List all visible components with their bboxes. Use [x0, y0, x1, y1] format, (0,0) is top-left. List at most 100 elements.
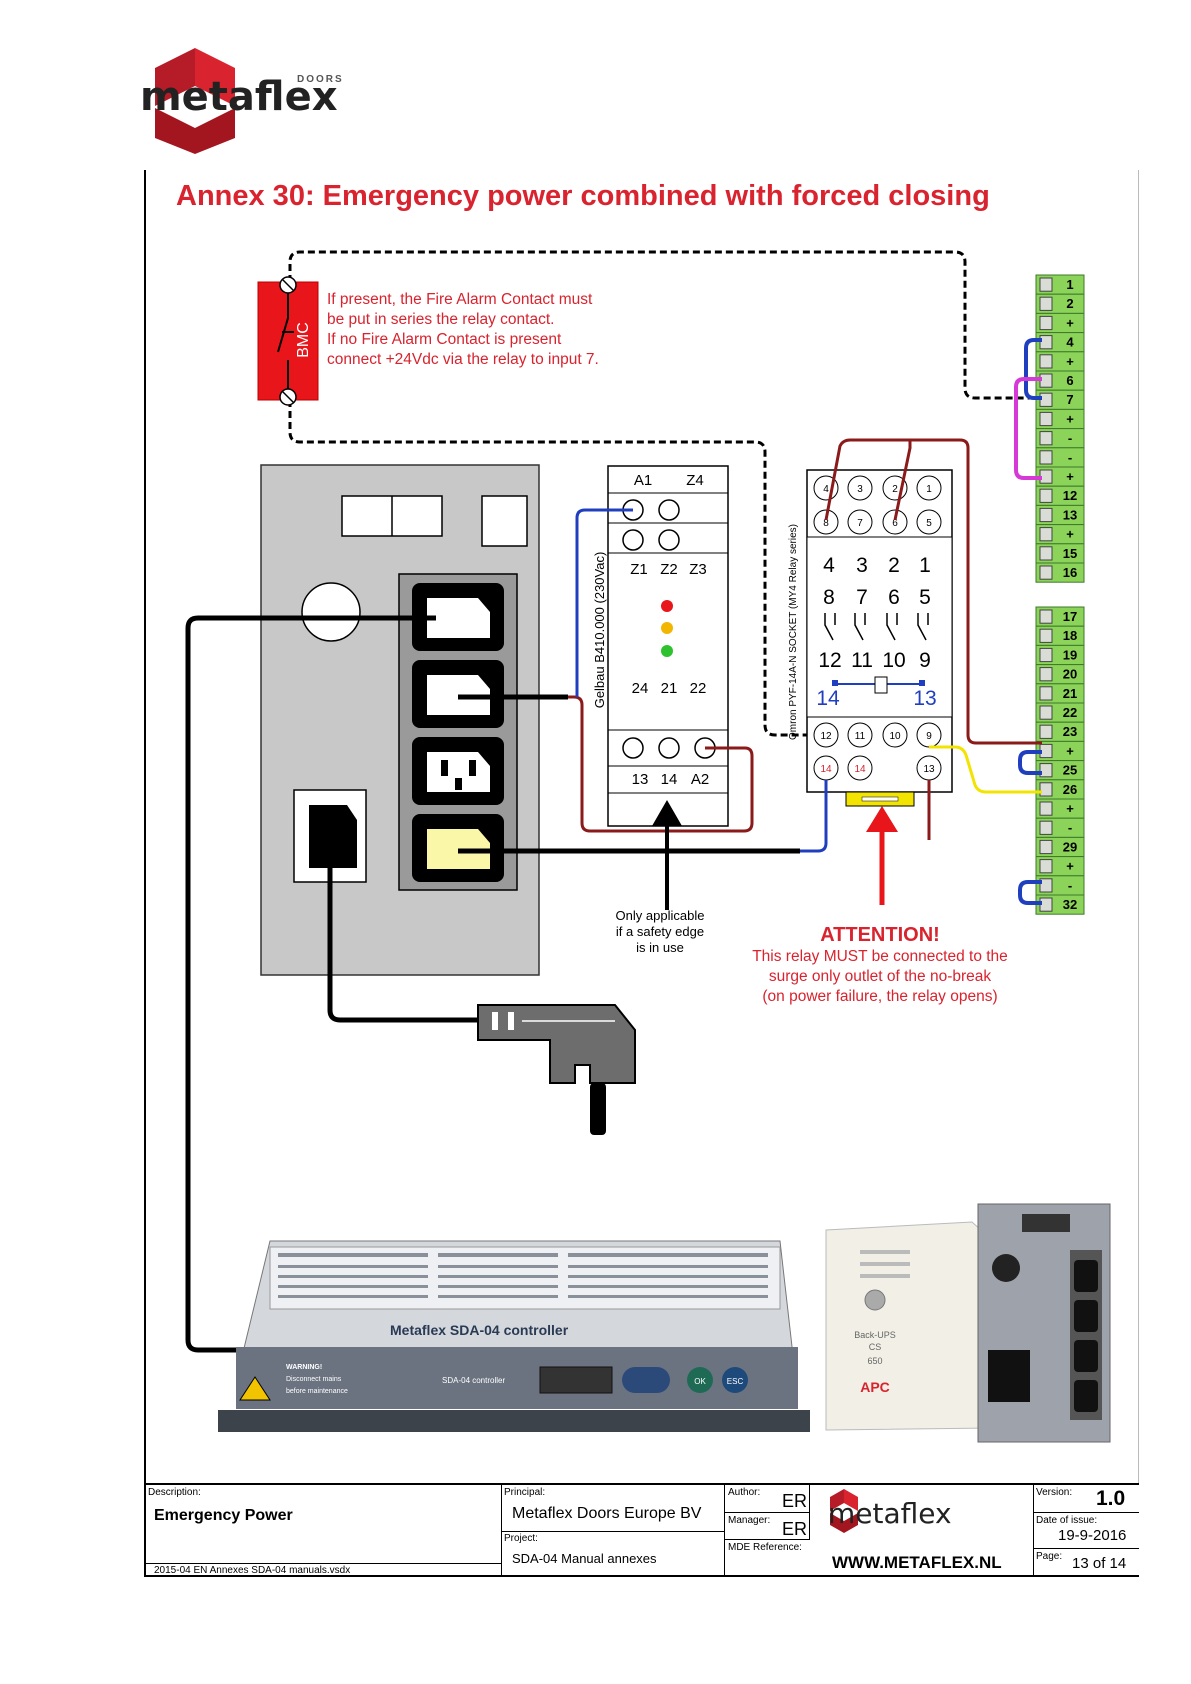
terminal-label: 2 [1066, 296, 1073, 311]
svg-text:10: 10 [882, 649, 905, 672]
terminal-screw [1039, 450, 1053, 465]
terminal-label: 19 [1063, 647, 1077, 662]
terminal-label: - [1068, 431, 1072, 446]
svg-text:8: 8 [823, 586, 835, 609]
mde-label: MDE Reference: [728, 1542, 802, 1553]
mains-plug [477, 1004, 636, 1135]
svg-text:2: 2 [888, 554, 900, 577]
terminal-label: 16 [1063, 565, 1077, 580]
terminal-screw [1039, 546, 1053, 561]
terminal-label: 4 [1066, 335, 1074, 350]
terminal-screw [1039, 507, 1053, 523]
svg-text:24: 24 [632, 680, 649, 697]
date-label: Date of issue: [1036, 1515, 1098, 1526]
footer-website: WWW.METAFLEX.NL [832, 1553, 1002, 1572]
version-value: 1.0 [1096, 1487, 1126, 1510]
terminal-screw [1039, 628, 1053, 643]
fire-alarm-contact: BMC [257, 276, 319, 406]
terminal-screw [1039, 354, 1053, 369]
outlet-1 [412, 583, 504, 651]
svg-text:8: 8 [823, 518, 829, 529]
gelbau-label: Gelbau B410.000 (230Vac) [592, 552, 607, 709]
svg-text:14: 14 [661, 771, 678, 788]
logo-wordmark: metaflex [140, 74, 338, 120]
terminal-label: - [1068, 878, 1072, 893]
logo-mark-icon [155, 48, 235, 154]
terminal-screw [1039, 527, 1053, 542]
svg-text:10: 10 [889, 731, 901, 742]
project-label: Project: [504, 1533, 538, 1544]
author-value: ER [782, 1491, 808, 1511]
svg-text:Z4: Z4 [686, 472, 704, 489]
svg-text:12: 12 [818, 649, 841, 672]
terminal-label: + [1066, 315, 1074, 330]
description-label: Description: [148, 1487, 201, 1498]
footer-brand: metaflex [828, 1497, 952, 1530]
svg-text:before maintenance: before maintenance [286, 1388, 348, 1395]
terminal-screw [1039, 411, 1053, 427]
principal-value: Metaflex Doors Europe BV [512, 1505, 702, 1522]
terminal-label: + [1066, 743, 1074, 758]
terminal-label: 26 [1063, 782, 1077, 797]
footer-logo-icon [830, 1489, 858, 1533]
svg-text:14: 14 [820, 764, 832, 775]
svg-text:13: 13 [632, 771, 649, 788]
svg-text:A1: A1 [634, 472, 652, 489]
svg-text:7: 7 [857, 518, 863, 529]
fire-alarm-note: If present, the Fire Alarm Contact must … [327, 291, 599, 368]
page-title: Annex 30: Emergency power combined with … [176, 180, 990, 212]
svg-text:WARNING!: WARNING! [286, 1364, 322, 1371]
terminal-label: 32 [1063, 897, 1077, 912]
terminal-screw [1039, 705, 1053, 720]
terminal-label: 6 [1066, 373, 1073, 388]
terminal-screw [1039, 820, 1053, 835]
terminal-label: 23 [1063, 724, 1077, 739]
terminal-screw [1039, 565, 1053, 580]
svg-text:5: 5 [926, 518, 932, 529]
svg-text:CS: CS [869, 1342, 882, 1352]
svg-text:OK: OK [694, 1377, 706, 1386]
terminal-label: 13 [1063, 507, 1077, 522]
svg-text:3: 3 [857, 484, 863, 495]
svg-text:Z2: Z2 [660, 561, 678, 578]
terminal-screw [1039, 315, 1053, 331]
svg-text:6: 6 [888, 586, 900, 609]
manager-value: ER [782, 1519, 808, 1539]
project-value: SDA-04 Manual annexes [512, 1551, 657, 1566]
svg-text:4: 4 [823, 554, 835, 577]
svg-text:13: 13 [913, 687, 936, 710]
terminal-label: 22 [1063, 705, 1077, 720]
apc-ups: Back-UPS CS 650 APC [825, 1203, 1111, 1443]
terminal-screw [1039, 724, 1053, 739]
title-block: Description: Emergency Power 2015-04 EN … [144, 1483, 1139, 1577]
terminal-label: + [1066, 469, 1074, 484]
svg-text:9: 9 [926, 731, 932, 742]
terminal-label: 18 [1063, 628, 1077, 643]
terminal-label: + [1066, 411, 1074, 426]
svg-text:Z3: Z3 [689, 561, 707, 578]
outlet-3 [412, 737, 504, 805]
svg-text:Disconnect mains: Disconnect mains [286, 1376, 342, 1383]
terminal-label: 21 [1063, 686, 1077, 701]
version-label: Version: [1036, 1487, 1073, 1498]
svg-text:9: 9 [919, 649, 931, 672]
svg-text:Z1: Z1 [630, 561, 648, 578]
terminal-label: + [1066, 354, 1074, 369]
terminal-screw [1039, 277, 1053, 292]
terminal-label: 29 [1063, 839, 1077, 854]
relay-socket: 4 3 2 1 8 7 6 5 12 11 10 9 14 14 13 4 3 … [788, 469, 953, 807]
terminal-label: - [1068, 820, 1072, 835]
svg-text:APC: APC [860, 1379, 890, 1395]
terminal-label: 20 [1063, 667, 1077, 682]
date-value: 19-9-2016 [1058, 1527, 1127, 1544]
frame-left [144, 170, 146, 1484]
description-value: Emergency Power [154, 1507, 293, 1524]
svg-text:2: 2 [892, 484, 898, 495]
terminal-label: 12 [1063, 488, 1077, 503]
page-label: Page: [1036, 1551, 1063, 1562]
terminal-label: + [1066, 859, 1074, 874]
terminal-label: 7 [1066, 392, 1073, 407]
terminal-label: 1 [1066, 277, 1073, 292]
